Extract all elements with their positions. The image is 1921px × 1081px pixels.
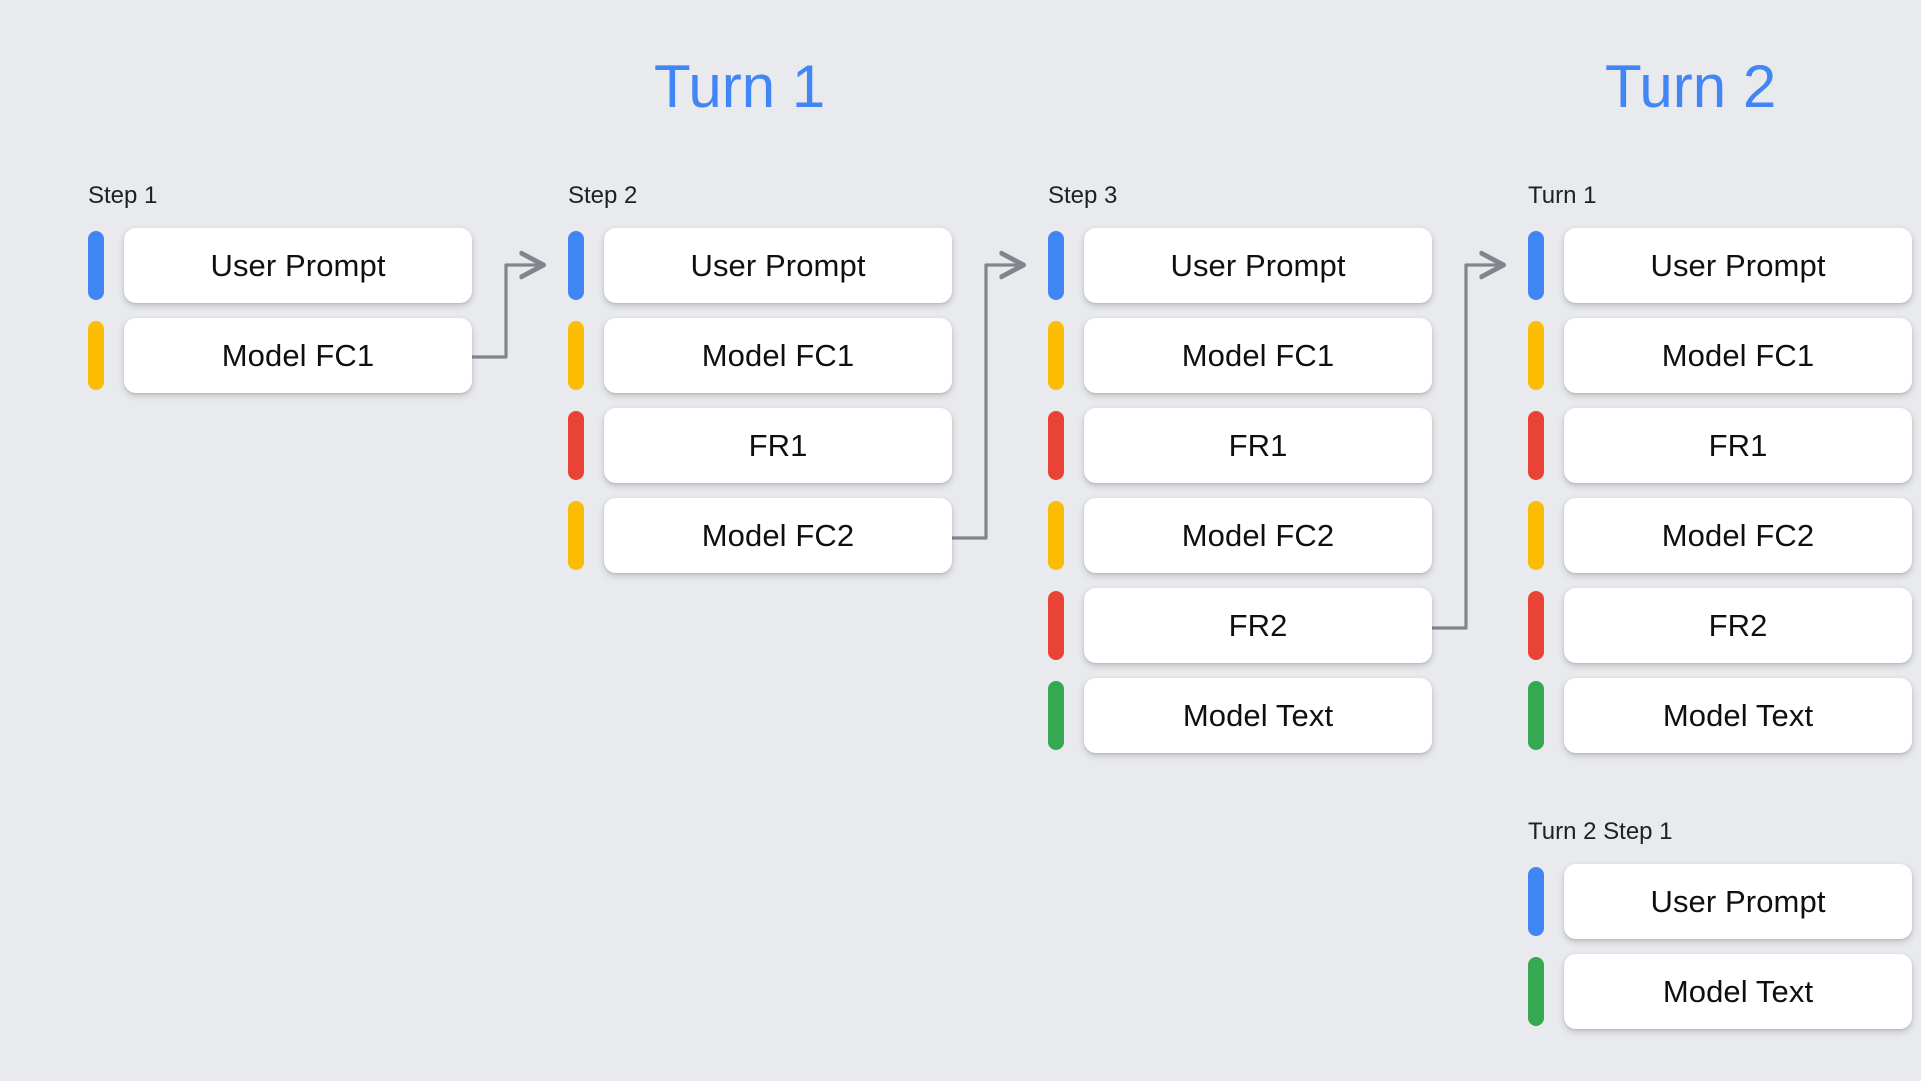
content-card-label: Model Text bbox=[1662, 697, 1814, 733]
content-card[interactable]: User Prompt bbox=[124, 228, 472, 303]
content-card[interactable]: Model Text bbox=[1084, 678, 1432, 753]
list-item[interactable]: Model Text bbox=[1528, 954, 1912, 1029]
status-bar-yellow bbox=[1048, 501, 1064, 570]
list-item[interactable]: User Prompt bbox=[88, 228, 472, 303]
content-card[interactable]: Model FC2 bbox=[1564, 498, 1912, 573]
content-card[interactable]: Model FC1 bbox=[1564, 318, 1912, 393]
content-card-label: Model FC2 bbox=[1661, 517, 1815, 553]
column-label-step-2: Step 2 bbox=[568, 182, 638, 209]
status-bar-yellow bbox=[1048, 321, 1064, 390]
content-card[interactable]: Model FC1 bbox=[604, 318, 952, 393]
list-item[interactable]: User Prompt bbox=[1528, 228, 1912, 303]
content-card[interactable]: Model FC2 bbox=[1084, 498, 1432, 573]
list-item[interactable]: Model Text bbox=[1528, 678, 1912, 753]
turn-1-banner: Turn 1 bbox=[654, 53, 826, 120]
content-card[interactable]: User Prompt bbox=[604, 228, 952, 303]
content-card-label: Model FC2 bbox=[1181, 517, 1335, 553]
content-card[interactable]: User Prompt bbox=[1564, 228, 1912, 303]
content-card-label: User Prompt bbox=[1650, 247, 1826, 283]
content-card-label: FR1 bbox=[1708, 427, 1768, 463]
list-item[interactable]: FR2 bbox=[1048, 588, 1432, 663]
content-card[interactable]: Model FC2 bbox=[604, 498, 952, 573]
content-card-label: Model FC1 bbox=[1661, 337, 1815, 373]
content-card-label: FR2 bbox=[1708, 607, 1768, 643]
content-card[interactable]: FR1 bbox=[1084, 408, 1432, 483]
status-bar-green bbox=[1528, 681, 1544, 750]
content-card-label: Model FC1 bbox=[1181, 337, 1335, 373]
status-bar-red bbox=[1048, 411, 1064, 480]
list-item[interactable]: FR1 bbox=[568, 408, 952, 483]
list-item[interactable]: Model FC1 bbox=[1048, 318, 1432, 393]
content-card[interactable]: User Prompt bbox=[1564, 864, 1912, 939]
list-item[interactable]: FR2 bbox=[1528, 588, 1912, 663]
content-card[interactable]: Model FC1 bbox=[1084, 318, 1432, 393]
list-item[interactable]: Model FC2 bbox=[1528, 498, 1912, 573]
content-card-label: User Prompt bbox=[1170, 247, 1346, 283]
content-card[interactable]: FR1 bbox=[1564, 408, 1912, 483]
column-label-step-1: Step 1 bbox=[88, 182, 158, 209]
content-card-label: Model Text bbox=[1662, 973, 1814, 1009]
content-card-label: Model FC1 bbox=[701, 337, 855, 373]
list-item[interactable]: Model FC1 bbox=[88, 318, 472, 393]
list-item[interactable]: FR1 bbox=[1048, 408, 1432, 483]
status-bar-red bbox=[568, 411, 584, 480]
status-bar-blue bbox=[1528, 867, 1544, 936]
status-bar-yellow bbox=[568, 321, 584, 390]
status-bar-blue bbox=[1048, 231, 1064, 300]
column-label-turn-2-step-1: Turn 2 Step 1 bbox=[1528, 818, 1673, 845]
content-card[interactable]: User Prompt bbox=[1084, 228, 1432, 303]
content-card-label: User Prompt bbox=[1650, 883, 1826, 919]
list-item[interactable]: Model FC1 bbox=[568, 318, 952, 393]
status-bar-yellow bbox=[568, 501, 584, 570]
list-item[interactable]: User Prompt bbox=[1048, 228, 1432, 303]
status-bar-green bbox=[1528, 957, 1544, 1026]
column-label-turn-2-turn-1: Turn 1 bbox=[1528, 182, 1597, 209]
content-card-label: FR2 bbox=[1228, 607, 1288, 643]
status-bar-yellow bbox=[1528, 501, 1544, 570]
column-label-step-3: Step 3 bbox=[1048, 182, 1118, 209]
list-item[interactable]: User Prompt bbox=[568, 228, 952, 303]
content-card-label: Model Text bbox=[1182, 697, 1334, 733]
content-card[interactable]: FR1 bbox=[604, 408, 952, 483]
content-card[interactable]: FR2 bbox=[1564, 588, 1912, 663]
status-bar-yellow bbox=[1528, 321, 1544, 390]
status-bar-red bbox=[1048, 591, 1064, 660]
list-item[interactable]: Model FC2 bbox=[568, 498, 952, 573]
content-card-label: FR1 bbox=[1228, 427, 1288, 463]
list-item[interactable]: Model FC1 bbox=[1528, 318, 1912, 393]
list-item[interactable]: User Prompt bbox=[1528, 864, 1912, 939]
list-item[interactable]: Model FC2 bbox=[1048, 498, 1432, 573]
content-card-label: User Prompt bbox=[690, 247, 866, 283]
status-bar-blue bbox=[568, 231, 584, 300]
content-card[interactable]: Model FC1 bbox=[124, 318, 472, 393]
content-card-label: Model FC2 bbox=[701, 517, 855, 553]
status-bar-yellow bbox=[88, 321, 104, 390]
list-item[interactable]: FR1 bbox=[1528, 408, 1912, 483]
status-bar-red bbox=[1528, 591, 1544, 660]
status-bar-green bbox=[1048, 681, 1064, 750]
turn-2-banner: Turn 2 bbox=[1605, 53, 1777, 120]
content-card[interactable]: Model Text bbox=[1564, 954, 1912, 1029]
content-card[interactable]: FR2 bbox=[1084, 588, 1432, 663]
content-card-label: FR1 bbox=[748, 427, 808, 463]
status-bar-red bbox=[1528, 411, 1544, 480]
status-bar-blue bbox=[1528, 231, 1544, 300]
content-card-label: User Prompt bbox=[210, 247, 386, 283]
content-card-label: Model FC1 bbox=[221, 337, 375, 373]
content-card[interactable]: Model Text bbox=[1564, 678, 1912, 753]
list-item[interactable]: Model Text bbox=[1048, 678, 1432, 753]
status-bar-blue bbox=[88, 231, 104, 300]
